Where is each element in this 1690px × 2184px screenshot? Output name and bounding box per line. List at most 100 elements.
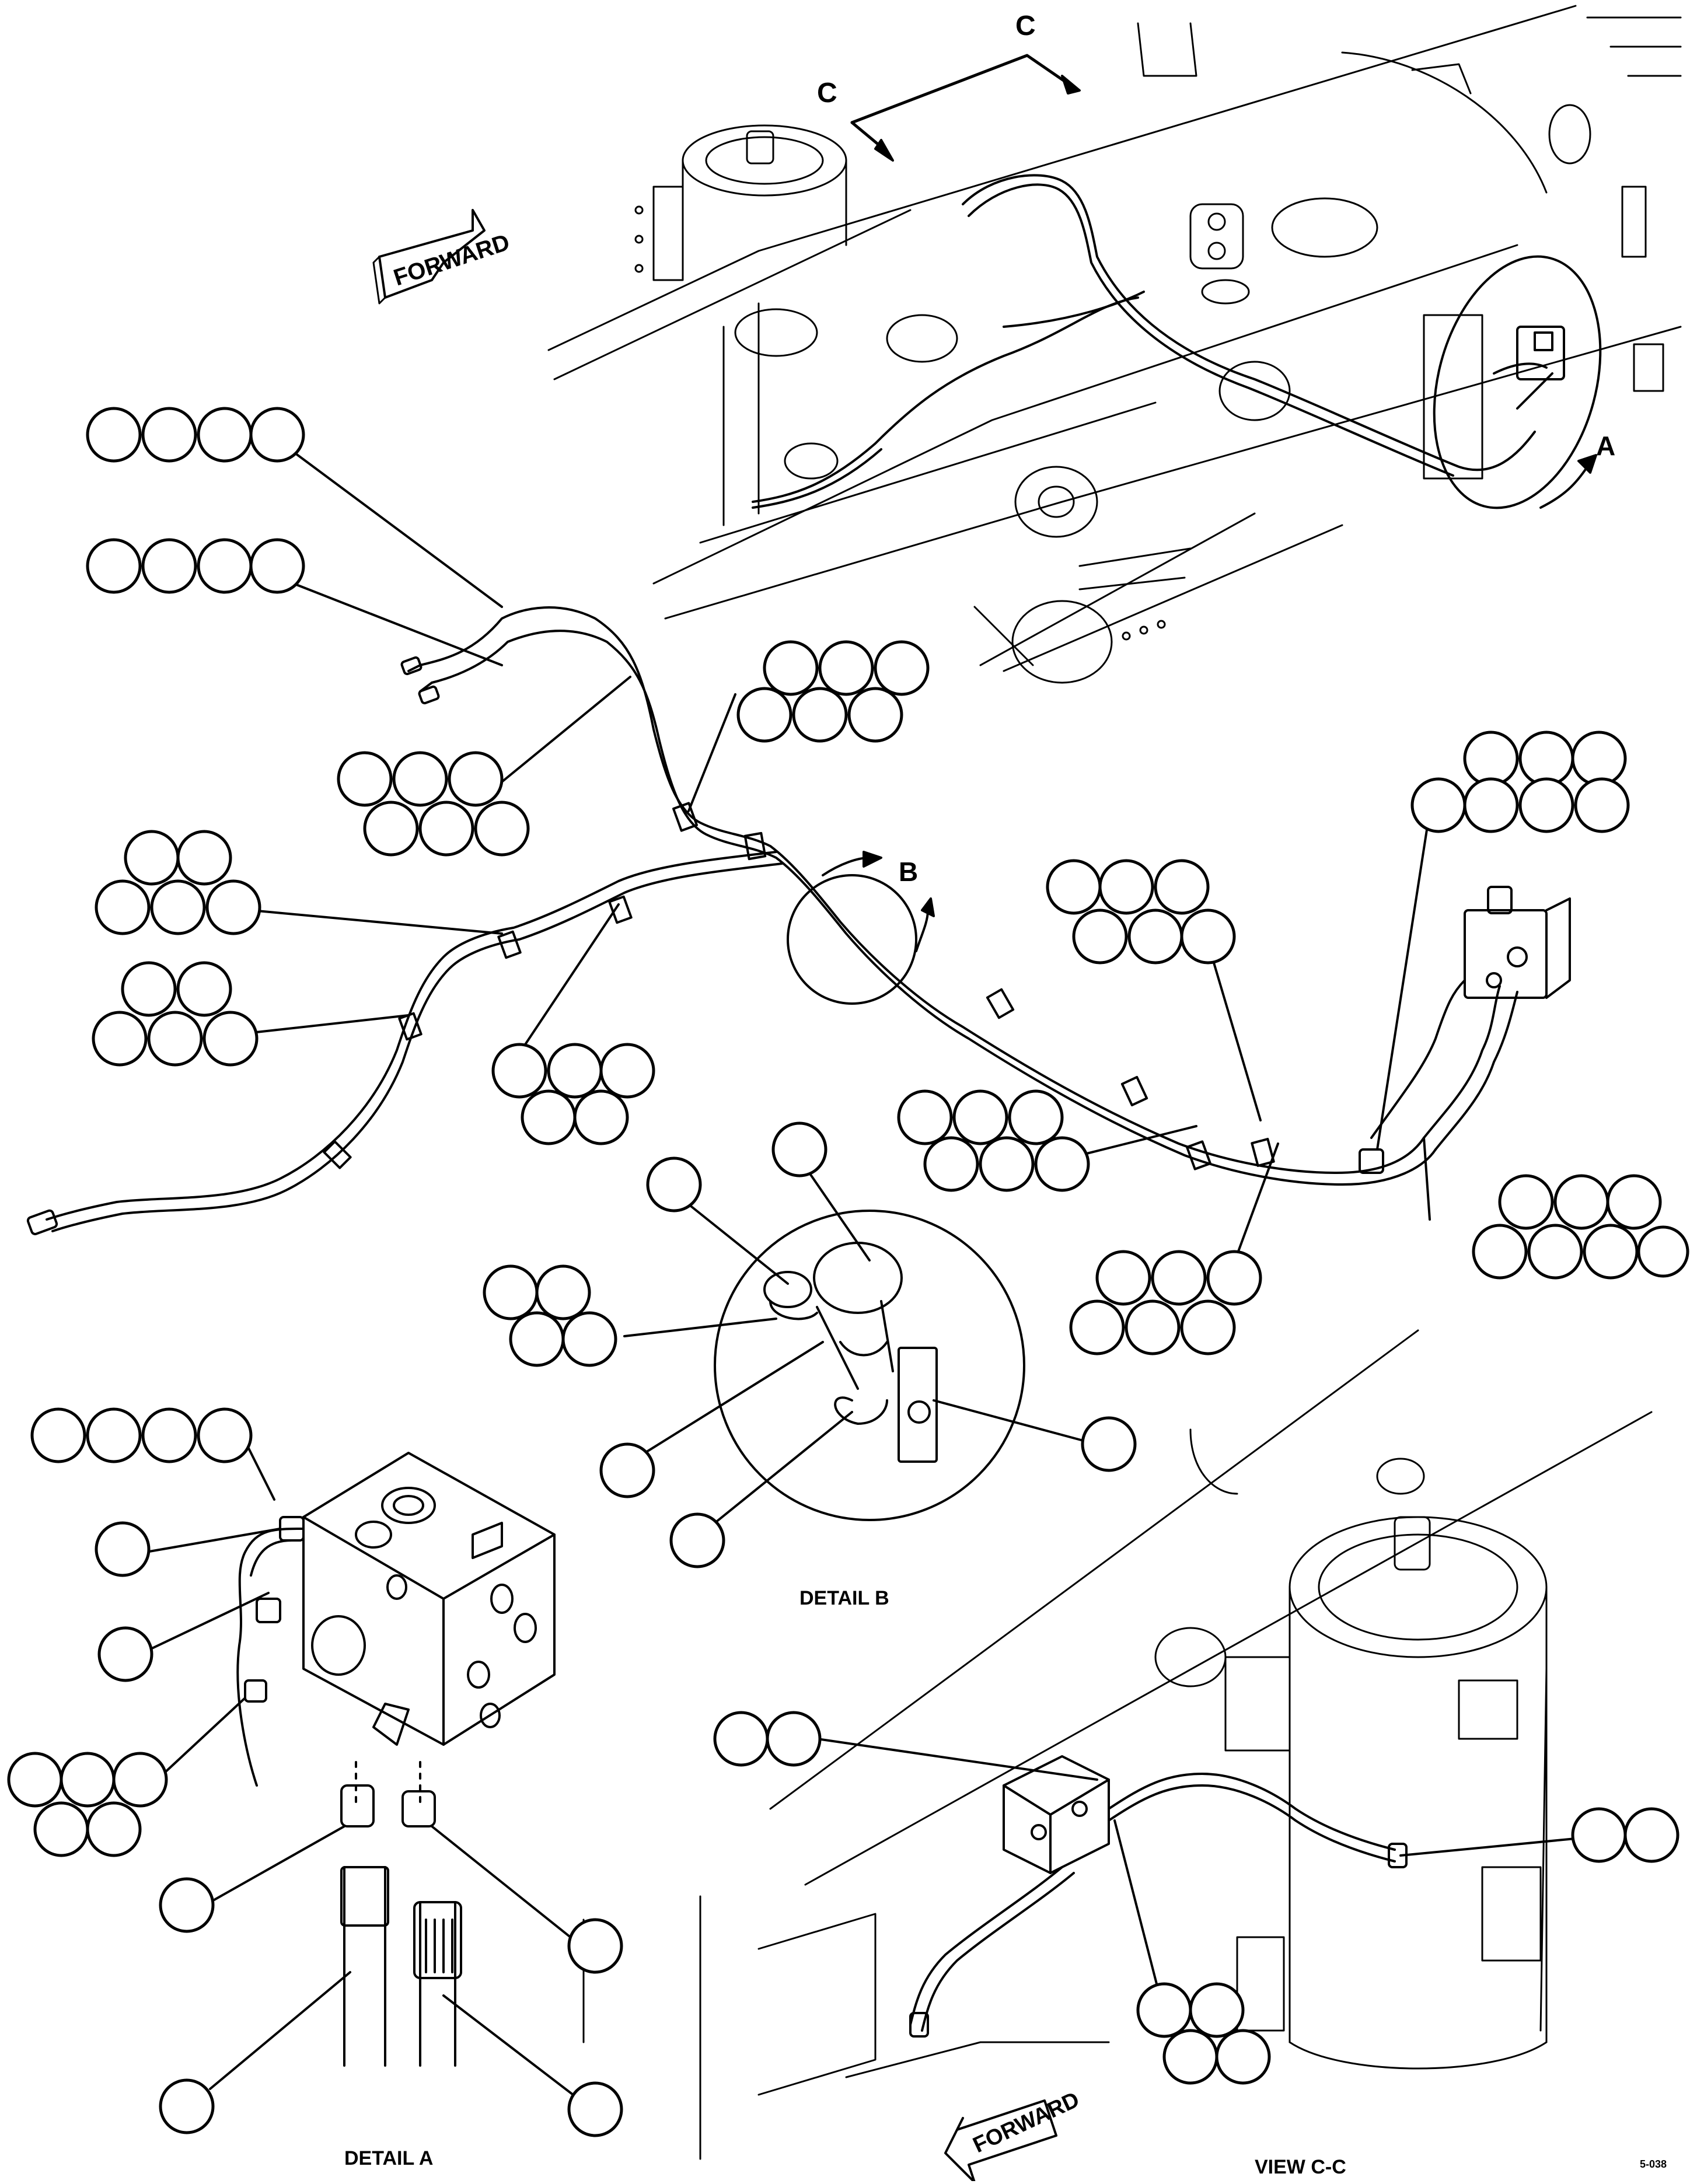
callout-balloon: [521, 1089, 577, 1145]
callout-balloon: [1498, 1174, 1554, 1230]
callout-balloon: [1151, 1250, 1207, 1306]
callout-balloon: [567, 2081, 623, 2137]
callout-balloon: [874, 640, 930, 696]
view-b-arrow-label: B: [899, 857, 918, 887]
callout-balloon: [509, 1311, 565, 1367]
callout-balloon: [573, 1089, 629, 1145]
callout-balloon: [112, 1752, 168, 1808]
callout-balloon: [923, 1136, 979, 1192]
view-cc-label: VIEW C-C: [1255, 2156, 1346, 2178]
callout-balloon: [1583, 1224, 1639, 1280]
callout-balloon: [1162, 2029, 1218, 2085]
callout-balloon: [713, 1711, 769, 1767]
callout-balloon: [1136, 1982, 1192, 2038]
callout-balloon: [197, 407, 253, 463]
callout-balloon: [1180, 908, 1236, 965]
frame-top-view: [547, 5, 1682, 684]
forward-arrow-top: FORWARD: [372, 209, 513, 305]
callout-balloon: [95, 879, 151, 935]
callout-balloon: [1606, 1174, 1662, 1230]
callout-balloon: [363, 801, 419, 857]
callout-balloon: [97, 1626, 153, 1682]
callout-balloon: [205, 879, 261, 935]
callout-balloon: [599, 1442, 655, 1498]
callout-balloon: [1527, 1224, 1583, 1280]
view-a-indicator: A: [1433, 255, 1615, 509]
callout-balloon: [1571, 731, 1627, 787]
callout-balloon: [176, 961, 232, 1017]
callout-balloon: [448, 751, 504, 807]
callout-balloon: [1034, 1136, 1090, 1192]
callout-balloon: [952, 1089, 1008, 1145]
callout-leader-lines: [145, 445, 1583, 2102]
callout-balloon: [1571, 1807, 1627, 1863]
callout-balloon: [736, 687, 792, 743]
callout-balloon: [92, 1011, 148, 1067]
section-cc-arrow: C C: [817, 11, 1081, 162]
callout-balloon: [141, 1407, 197, 1463]
callout-balloon: [1215, 2029, 1271, 2085]
callout-balloon: [249, 538, 305, 594]
callout-balloon: [1463, 777, 1519, 833]
callout-balloon: [646, 1156, 702, 1212]
callout-balloon: [1574, 777, 1630, 833]
callout-balloon: [847, 687, 903, 743]
callout-balloon: [483, 1264, 539, 1320]
forward-bottom-label: FORWARD: [969, 2087, 1083, 2158]
callout-balloon: [1046, 859, 1102, 915]
callout-balloon: [86, 407, 142, 463]
callout-balloon: [147, 1011, 203, 1067]
callout-balloon: [763, 640, 819, 696]
callout-balloon: [535, 1264, 591, 1320]
detail-b-drawing: DETAIL B: [714, 1210, 1025, 1609]
callout-balloon: [121, 961, 177, 1017]
detail-a-drawing: DETAIL A: [236, 1452, 556, 2169]
callout-balloon: [124, 830, 180, 886]
callout-balloon: [1623, 1807, 1679, 1863]
callout-balloon: [150, 879, 206, 935]
callout-balloon: [1180, 1299, 1236, 1355]
callout-balloon: [1518, 777, 1574, 833]
callout-balloon: [1098, 859, 1154, 915]
callout-balloon: [818, 640, 874, 696]
callout-balloon: [1553, 1174, 1609, 1230]
callout-balloon: [1127, 908, 1183, 965]
callout-balloon: [1472, 1224, 1528, 1280]
callout-balloon: [979, 1136, 1035, 1192]
forward-top-label: FORWARD: [390, 229, 512, 291]
callout-balloon: [418, 801, 474, 857]
drawing-number-label: 5-038: [1640, 2158, 1667, 2170]
callout-balloon: [86, 1407, 142, 1463]
callout-balloon: [792, 687, 848, 743]
callout-balloon: [1125, 1299, 1181, 1355]
callout-balloon: [197, 1407, 253, 1463]
callout-balloons: [7, 407, 1689, 2137]
callout-balloon: [392, 751, 448, 807]
callout-balloon: [86, 1801, 142, 1857]
callout-balloon: [771, 1121, 827, 1177]
callout-balloon: [33, 1801, 89, 1857]
callout-balloon: [1410, 777, 1466, 833]
callout-balloon: [249, 407, 305, 463]
hose-routing-top-view: [752, 174, 1565, 509]
section-c-right-label: C: [1015, 11, 1036, 41]
callout-balloon: [1463, 731, 1519, 787]
callout-balloon: [599, 1043, 655, 1099]
callout-balloon: [159, 1877, 215, 1933]
callout-balloon: [766, 1711, 822, 1767]
view-b-indicator: B: [787, 851, 935, 1005]
callout-balloon: [1072, 908, 1128, 965]
detail-a-label: DETAIL A: [344, 2147, 433, 2169]
callout-balloon: [1008, 1089, 1064, 1145]
callout-balloon: [60, 1752, 116, 1808]
callout-balloon: [1154, 859, 1210, 915]
callout-balloon: [337, 751, 393, 807]
callout-balloon: [474, 801, 530, 857]
callout-balloon: [141, 538, 197, 594]
callout-balloon: [491, 1043, 547, 1099]
callout-balloon: [7, 1752, 63, 1808]
callout-balloon: [561, 1311, 617, 1367]
callout-balloon: [669, 1512, 725, 1568]
